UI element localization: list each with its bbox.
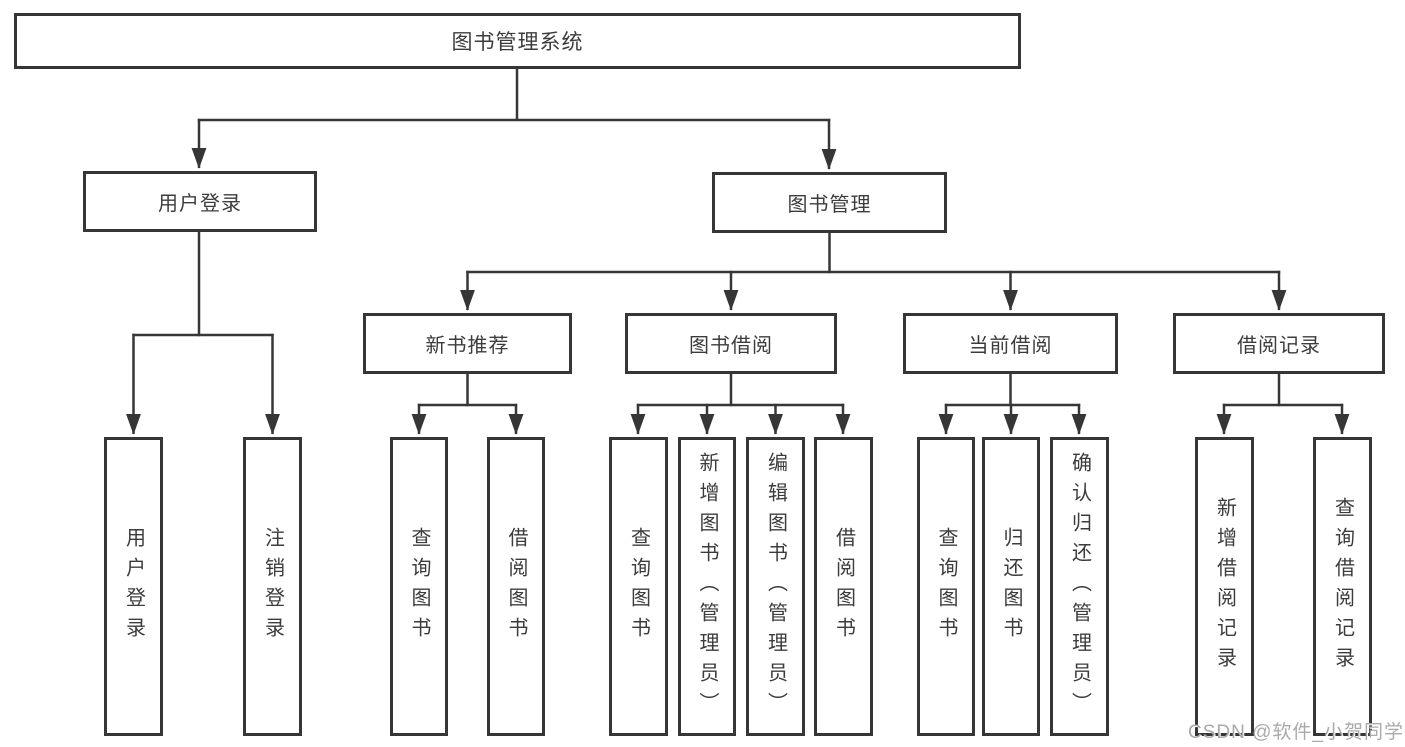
node-label: 借阅图书: [505, 526, 527, 647]
leaf-add-borrow-record: 新增借阅记录: [1195, 437, 1254, 736]
leaf-return-books: 归还图书: [982, 437, 1040, 736]
leaf-query-books-recommend: 查询图书: [390, 437, 448, 736]
leaf-query-borrow-record: 查询借阅记录: [1313, 437, 1372, 736]
node-book-borrowing: 图书借阅: [625, 313, 837, 374]
node-book-management: 图书管理: [712, 172, 947, 233]
node-label: 当前借阅: [968, 335, 1053, 357]
node-current-borrowing: 当前借阅: [903, 313, 1118, 374]
node-label: 查询图书: [627, 526, 650, 647]
node-label: 查询图书: [935, 526, 957, 647]
node-borrowing-records: 借阅记录: [1173, 313, 1385, 374]
leaf-user-login: 用户登录: [104, 437, 163, 736]
leaf-confirm-return-admin: 确认归还（管理员）: [1050, 437, 1109, 736]
leaf-query-books-current: 查询图书: [917, 437, 975, 736]
csdn-watermark: CSDN @软件_小贺同学: [1188, 722, 1404, 743]
node-label: 注销登录: [261, 526, 284, 647]
node-user-login: 用户登录: [83, 171, 317, 232]
leaf-logout: 注销登录: [243, 437, 302, 736]
leaf-borrow-books-recommend: 借阅图书: [487, 437, 545, 736]
node-label: 借阅记录: [1237, 335, 1321, 357]
node-label: 新书推荐: [425, 335, 510, 357]
node-label: 借阅图书: [832, 526, 855, 647]
node-label: 确认归还（管理员）: [1068, 451, 1091, 722]
leaf-edit-books-admin: 编辑图书（管理员）: [746, 437, 805, 736]
leaf-add-books-admin: 新增图书（管理员）: [678, 437, 736, 736]
node-label: 归还图书: [1000, 526, 1022, 647]
node-label: 查询图书: [408, 526, 430, 647]
node-library-management-system: 图书管理系统: [14, 13, 1021, 69]
leaf-borrow-books: 借阅图书: [814, 437, 873, 736]
node-label: 图书管理系统: [451, 31, 584, 54]
node-label: 查询借阅记录: [1331, 496, 1354, 677]
node-label: 图书管理: [787, 194, 872, 216]
node-label: 图书借阅: [689, 335, 773, 357]
node-new-book-recommendation: 新书推荐: [363, 313, 572, 374]
node-label: 新增图书（管理员）: [696, 451, 718, 722]
node-label: 用户登录: [122, 526, 145, 647]
node-label: 用户登录: [158, 193, 242, 215]
leaf-query-books-borrow: 查询图书: [609, 437, 668, 736]
node-label: 编辑图书（管理员）: [764, 451, 787, 722]
node-label: 新增借阅记录: [1213, 496, 1236, 677]
